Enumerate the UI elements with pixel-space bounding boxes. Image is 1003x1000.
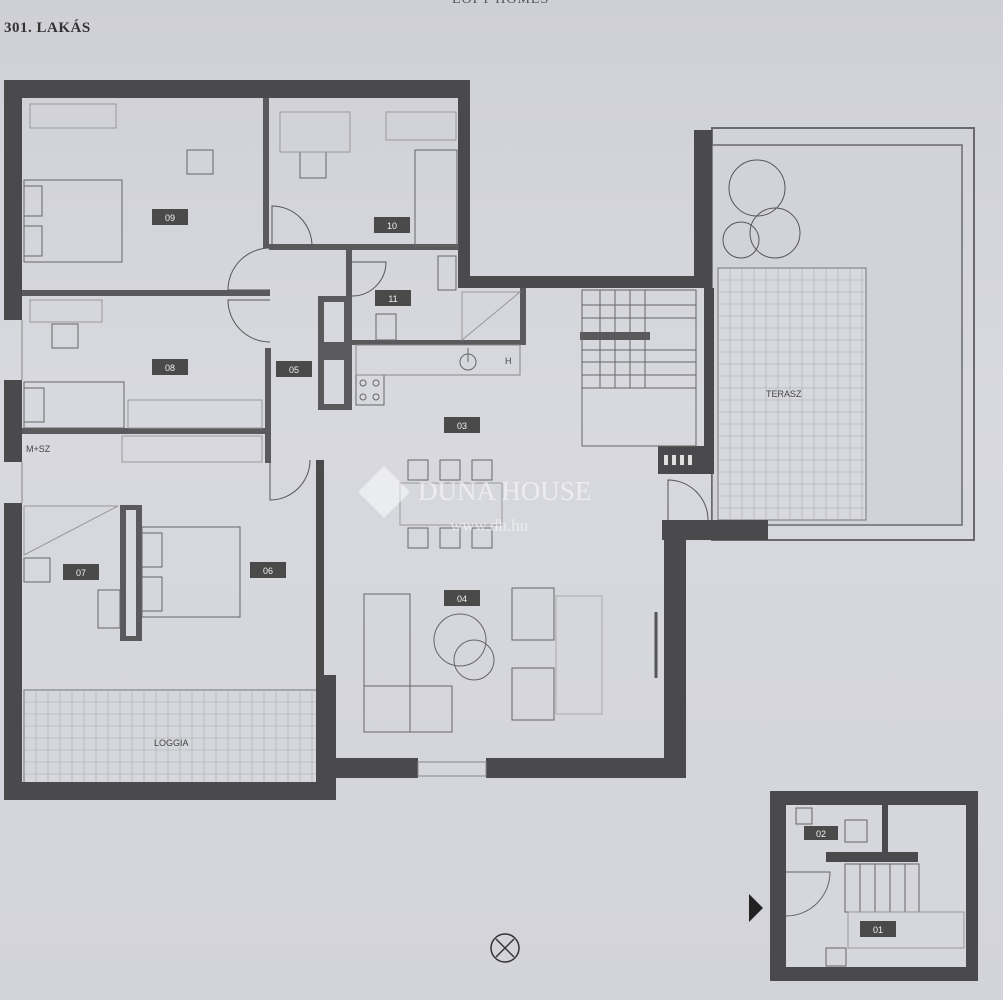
watermark: DUNA HOUSE www.dh.hu [358, 466, 591, 535]
tree-icon [722, 159, 801, 259]
svg-text:01: 01 [873, 925, 883, 935]
svg-text:11: 11 [388, 294, 397, 304]
watermark-brand: DUNA HOUSE [418, 476, 591, 506]
loggia-label: LOGGIA [154, 738, 189, 748]
svg-text:10: 10 [387, 221, 397, 231]
room-10-tag: 10 [374, 217, 410, 233]
staircase [581, 289, 697, 447]
svg-text:06: 06 [263, 566, 273, 576]
room-08-tag: 08 [152, 359, 188, 375]
svg-text:08: 08 [165, 363, 175, 373]
radiator [660, 452, 700, 468]
room-03-tag: 03 [444, 417, 480, 433]
north-arrow-icon [490, 933, 520, 963]
svg-text:02: 02 [816, 829, 826, 839]
h-label: H [505, 356, 512, 366]
svg-text:04: 04 [457, 594, 467, 604]
brand-header: LOFT HOMES [452, 0, 549, 8]
apartment-title: 301. LAKÁS [4, 20, 91, 36]
svg-text:05: 05 [289, 365, 299, 375]
terrace-area [711, 127, 975, 541]
entrance-arrow-icon [749, 894, 763, 922]
svg-text:07: 07 [76, 568, 86, 578]
furniture [23, 103, 658, 777]
room-02-tag: 02 [804, 826, 838, 840]
terrace-label: TERASZ [766, 389, 802, 399]
exterior-walls [4, 80, 768, 800]
doors [21, 205, 709, 521]
room-11-tag: 11 [375, 290, 411, 306]
msz-label: M+SZ [26, 444, 51, 454]
svg-text:09: 09 [165, 213, 175, 223]
svg-text:03: 03 [457, 421, 467, 431]
room-07-tag: 07 [63, 564, 99, 580]
room-05-tag: 05 [276, 361, 312, 377]
room-tags: 09 10 11 08 05 03 07 06 04 [63, 209, 480, 606]
room-04-tag: 04 [444, 590, 480, 606]
stair-core: 02 01 [749, 791, 978, 981]
room-01-tag: 01 [860, 921, 896, 937]
room-06-tag: 06 [250, 562, 286, 578]
watermark-site: www.dh.hu [450, 516, 529, 535]
room-09-tag: 09 [152, 209, 188, 225]
